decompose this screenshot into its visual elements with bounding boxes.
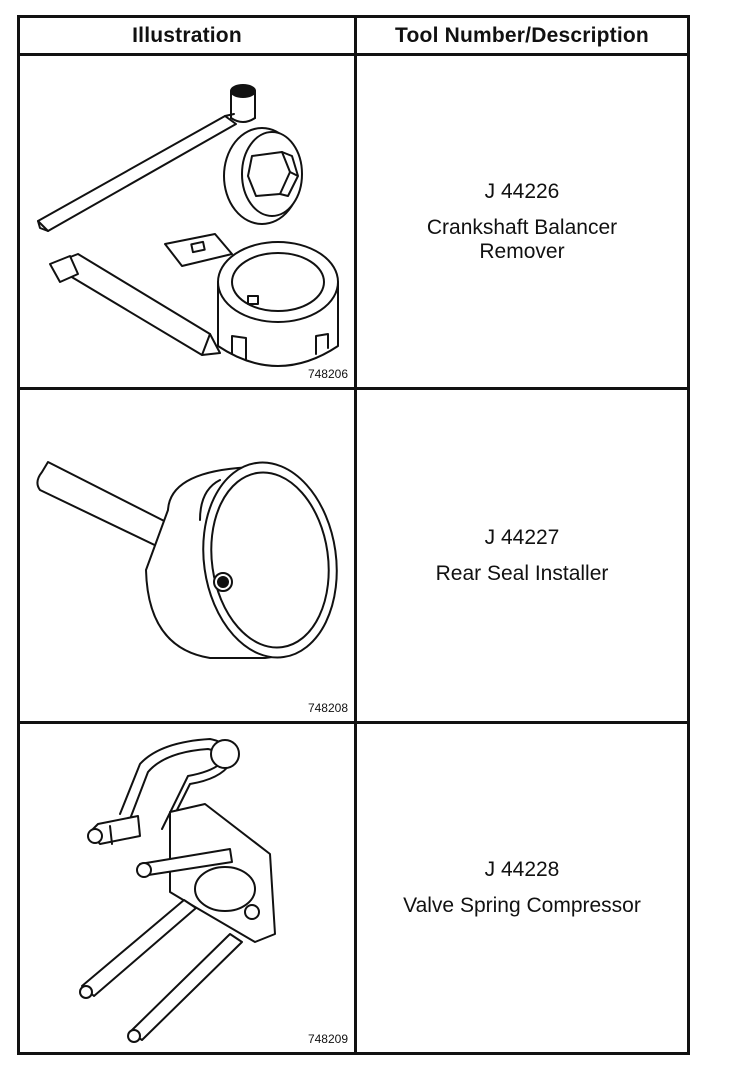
description-cell-1: J 44226 Crankshaft Balancer Remover xyxy=(357,56,687,387)
header-tool-description: Tool Number/Description xyxy=(395,23,649,47)
tool-description-3-line1: Valve Spring Compressor xyxy=(403,894,641,917)
valve-spring-compressor-illustration xyxy=(79,738,276,1043)
header-divider xyxy=(20,53,687,56)
header-illustration: Illustration xyxy=(132,23,242,47)
crankshaft-balancer-remover-illustration xyxy=(37,84,339,367)
description-cell-2: J 44227 Rear Seal Installer xyxy=(357,390,687,721)
tool-description-1-line1: Crankshaft Balancer xyxy=(426,215,618,239)
figure-number-2: 748208 xyxy=(307,701,348,715)
illustration-cell-1: 748206 xyxy=(20,56,354,387)
tool-number-2: J 44227 xyxy=(484,525,560,549)
tool-description-2-line1: Rear Seal Installer xyxy=(435,561,609,585)
tools-table: Illustration Tool Number/Description xyxy=(17,15,690,1055)
description-cell-3: J 44228 Valve Spring Compressor xyxy=(357,724,687,1052)
row-divider-2 xyxy=(20,721,687,724)
figure-number-1: 748206 xyxy=(307,367,348,381)
tool-description-1-line2: Remover xyxy=(479,239,565,263)
illustration-cell-3: 748209 xyxy=(20,724,354,1052)
row-divider-1 xyxy=(20,387,687,390)
figure-number-3: 748209 xyxy=(307,1032,348,1046)
tool-number-1: J 44226 xyxy=(484,179,560,203)
illustration-cell-2: 748208 xyxy=(20,390,354,721)
rear-seal-installer-illustration xyxy=(36,461,338,659)
tool-number-3: J 44228 xyxy=(484,858,560,881)
column-divider xyxy=(354,18,357,1052)
